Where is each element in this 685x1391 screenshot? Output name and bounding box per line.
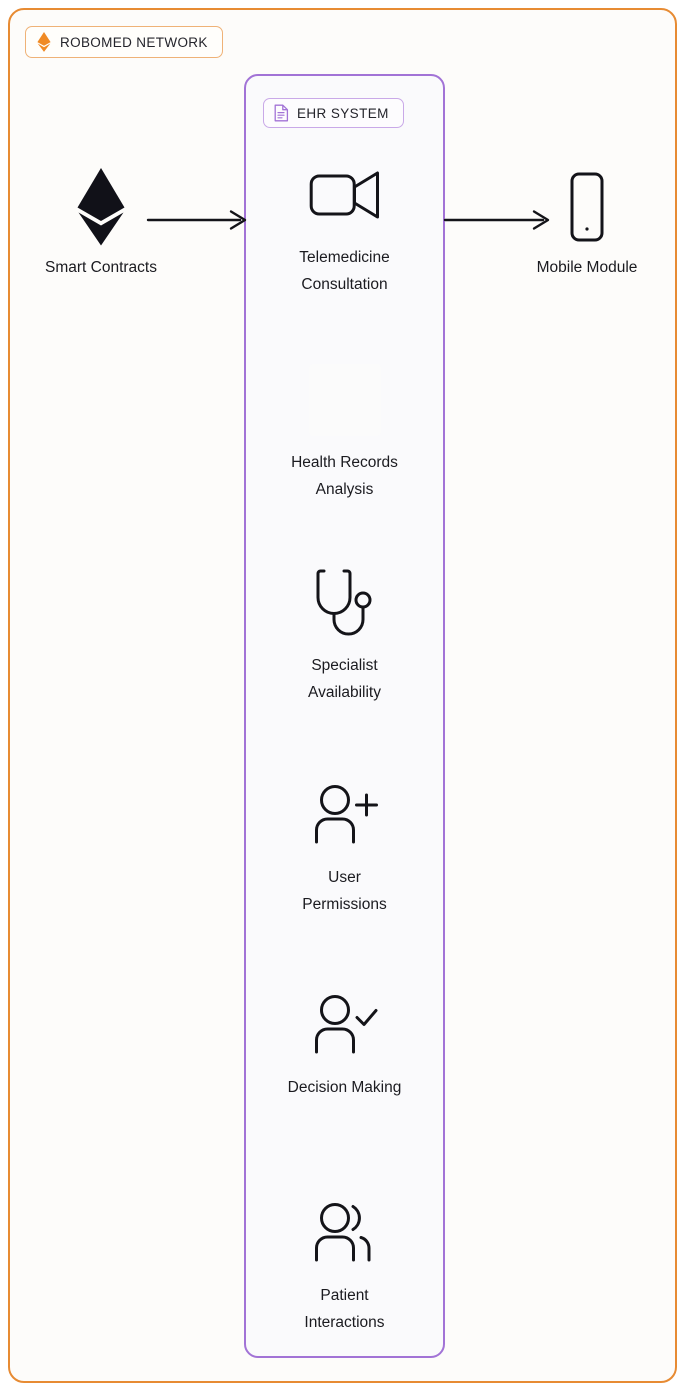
feature-label: Health Records Analysis	[291, 454, 398, 498]
feature-label: Telemedicine Consultation	[299, 249, 390, 293]
document-icon	[274, 104, 289, 122]
feature-user-permissions[interactable]: User Permissions	[244, 778, 445, 918]
connector-smart-contracts-to-ehr	[146, 206, 250, 234]
feature-label: Patient Interactions	[304, 1287, 385, 1331]
connector-ehr-to-mobile-module	[443, 206, 555, 234]
node-mobile-module[interactable]: Mobile Module	[498, 168, 676, 281]
feature-label: Decision Making	[287, 1079, 402, 1096]
feature-specialist-availability[interactable]: Specialist Availability	[244, 566, 445, 706]
feature-telemedicine-consultation[interactable]: Telemedicine Consultation	[244, 158, 445, 298]
node-smart-contracts[interactable]: Smart Contracts	[12, 168, 190, 281]
ethereum-diamond-icon	[37, 32, 51, 52]
user-check-icon	[308, 988, 382, 1062]
smartphone-icon	[548, 168, 626, 246]
feature-patient-interactions[interactable]: Patient Interactions	[244, 1196, 445, 1336]
ehr-system-badge: EHR SYSTEM	[263, 98, 404, 128]
feature-label: User Permissions	[302, 869, 387, 913]
ehr-system-badge-label: EHR SYSTEM	[297, 105, 389, 121]
video-camera-icon	[308, 158, 382, 232]
feature-health-records-analysis[interactable]: Health Records Analysis	[244, 363, 445, 503]
brand-badge-robomed-network: ROBOMED NETWORK	[25, 26, 223, 58]
users-group-icon	[308, 1196, 382, 1270]
node-label: Smart Contracts	[45, 259, 157, 276]
blank-icon	[308, 363, 382, 437]
brand-badge-label: ROBOMED NETWORK	[60, 34, 208, 50]
node-label: Mobile Module	[536, 259, 638, 276]
feature-label: Specialist Availability	[308, 657, 381, 701]
feature-decision-making[interactable]: Decision Making	[244, 988, 445, 1102]
stethoscope-icon	[308, 566, 382, 640]
user-plus-icon	[308, 778, 382, 852]
ethereum-logo-icon	[62, 168, 140, 246]
ehr-system-container	[244, 74, 445, 1358]
